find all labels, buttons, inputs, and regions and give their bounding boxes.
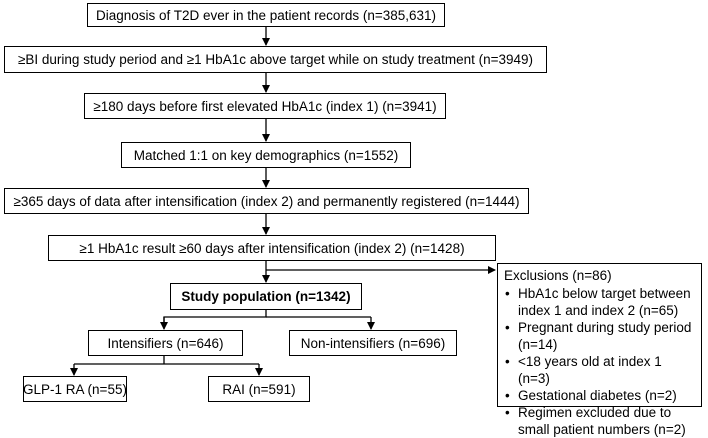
non-intensifiers-box: Non-intensifiers (n=696): [289, 330, 457, 356]
intensifiers-box: Intensifiers (n=646): [88, 330, 243, 356]
diagnosis-box: Diagnosis of T2D ever in the patient rec…: [87, 3, 445, 27]
exclusion-item: Pregnant during study period (n=14): [504, 319, 697, 353]
rai-box: RAI (n=591): [208, 376, 310, 402]
hba1c-result-box: ≥1 HbA1c result ≥60 days after intensifi…: [48, 235, 496, 261]
exclusion-item: <18 years old at index 1 (n=3): [504, 353, 697, 387]
bi-target-box: ≥BI during study period and ≥1 HbA1c abo…: [4, 46, 547, 73]
exclusion-item: HbA1c below target between index 1 and i…: [504, 285, 697, 319]
exclusion-item: Regimen excluded due to small patient nu…: [504, 404, 697, 438]
exclusions-box: Exclusions (n=86) HbA1c below target bet…: [497, 263, 702, 437]
exclusion-item: Gestational diabetes (n=2): [504, 387, 697, 404]
days365-box: ≥365 days of data after intensification …: [4, 188, 529, 214]
glp1-box: GLP-1 RA (n=55): [23, 376, 127, 402]
matched-box: Matched 1:1 on key demographics (n=1552): [121, 142, 411, 168]
exclusions-title: Exclusions (n=86): [504, 268, 612, 283]
exclusions-list: HbA1c below target between index 1 and i…: [504, 285, 697, 438]
study-population-box: Study population (n=1342): [170, 283, 362, 310]
connector-lines: [70, 26, 496, 376]
days180-box: ≥180 days before first elevated HbA1c (i…: [84, 93, 446, 119]
branch-study-to-groups: [163, 309, 267, 328]
